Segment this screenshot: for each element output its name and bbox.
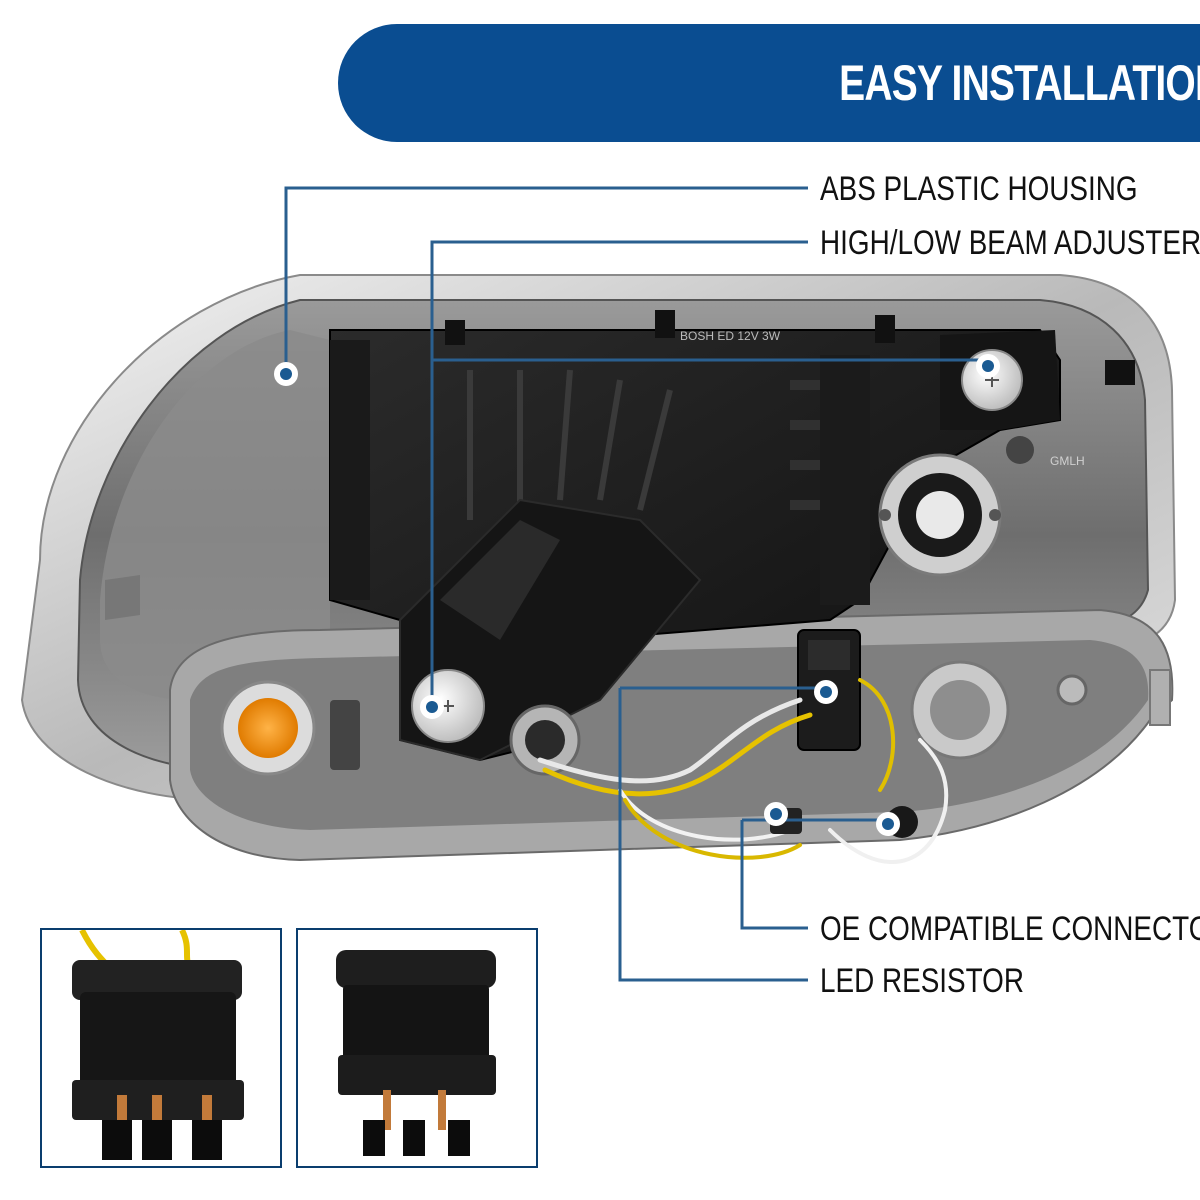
label-beam-adjusters: HIGH/LOW BEAM ADJUSTERS <box>820 224 1200 262</box>
bulb-stamp-text: BOSH ED 12V 3W <box>680 329 781 343</box>
connector-side-image <box>336 950 496 1156</box>
label-abs-plastic-housing: ABS PLASTIC HOUSING <box>820 170 1138 208</box>
housing-mark-text: GMLH <box>1050 454 1085 468</box>
banner-title: EASY INSTALLATION <box>838 55 1200 111</box>
connector-front-image <box>72 930 244 1160</box>
label-oe-connectors: OE COMPATIBLE CONNECTORS <box>820 910 1200 948</box>
label-led-resistor: LED RESISTOR <box>820 962 1025 1000</box>
connector-front-inset <box>40 928 282 1168</box>
connector-side-inset <box>296 928 538 1168</box>
header-banner: EASY INSTALLATION <box>338 24 1200 142</box>
